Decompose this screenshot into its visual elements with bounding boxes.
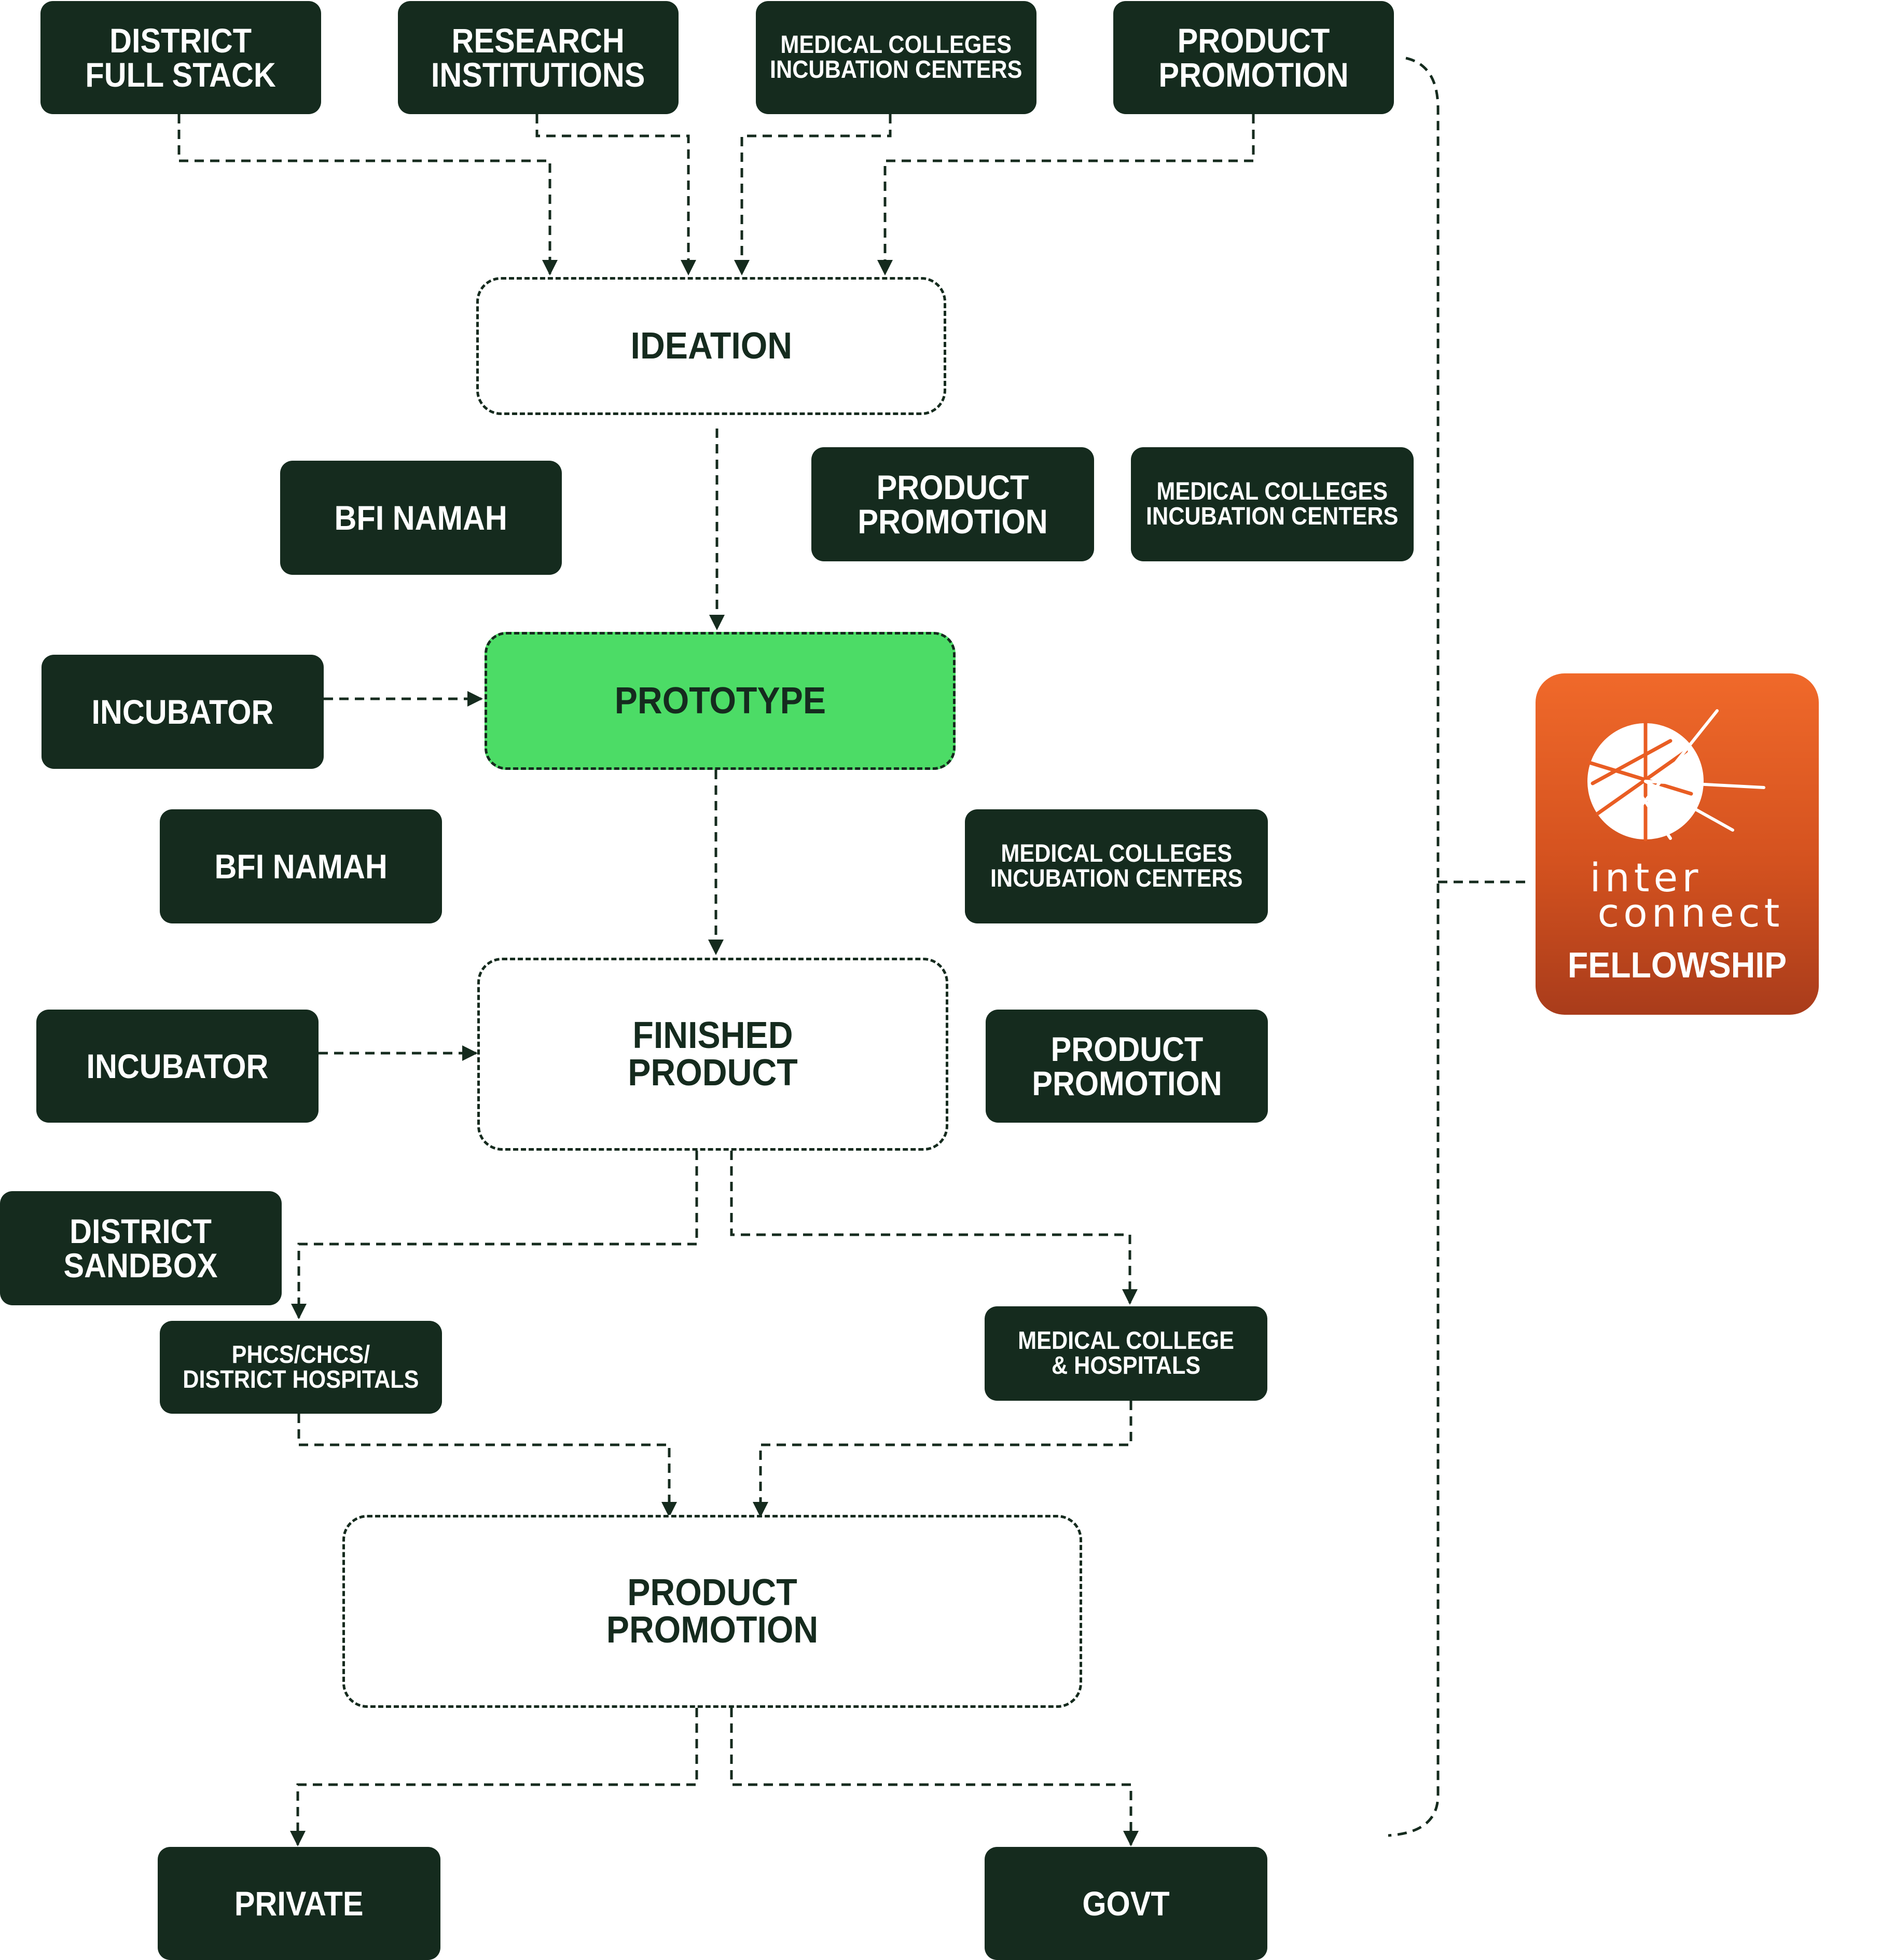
source-label: RESEARCH INSTITUTIONS bbox=[431, 21, 645, 94]
support-district-sandbox: DISTRICT SANDBOX bbox=[0, 1191, 282, 1305]
support-label: BFI NAMAH bbox=[334, 499, 508, 537]
source-product-promotion: PRODUCT PROMOTION bbox=[1113, 1, 1394, 114]
support-incubator-1: INCUBATOR bbox=[42, 655, 324, 769]
support-medical-colleges-low: MEDICAL COLLEGES INCUBATION CENTERS bbox=[965, 809, 1268, 923]
connector-finished-to-medical bbox=[730, 1151, 1138, 1305]
connector-finished-to-phcs bbox=[291, 1151, 698, 1319]
support-label: PHCS/CHCS/ DISTRICT HOSPITALS bbox=[183, 1341, 419, 1393]
connector-medical-to-promotion bbox=[753, 1401, 1132, 1517]
connector-district-to-ideation bbox=[177, 114, 558, 275]
source-research-institutions: RESEARCH INSTITUTIONS bbox=[398, 1, 679, 114]
outcome-govt: GOVT bbox=[985, 1847, 1267, 1960]
logo-tagline: FELLOWSHIP bbox=[1567, 945, 1787, 985]
connector-phcs-to-promotion bbox=[297, 1414, 677, 1517]
outcome-label: PRIVATE bbox=[234, 1884, 364, 1923]
support-label: BFI NAMAH bbox=[214, 847, 388, 886]
outcome-label: GOVT bbox=[1082, 1884, 1170, 1923]
support-label: INCUBATOR bbox=[91, 693, 274, 731]
connector-fellowship-bracket bbox=[1388, 57, 1440, 1837]
support-label: PRODUCT PROMOTION bbox=[858, 468, 1048, 541]
support-label: MEDICAL COLLEGE & HOSPITALS bbox=[1018, 1327, 1234, 1379]
logo-wordmark-inter: inter bbox=[1589, 854, 1703, 901]
stage-label: IDEATION bbox=[630, 325, 792, 367]
support-product-promotion-low: PRODUCT PROMOTION bbox=[986, 1010, 1268, 1123]
support-medical-colleges-mid: MEDICAL COLLEGES INCUBATION CENTERS bbox=[1131, 447, 1414, 561]
stage-label: FINISHED PRODUCT bbox=[628, 1015, 798, 1094]
source-label: MEDICAL COLLEGES INCUBATION CENTERS bbox=[770, 31, 1022, 84]
support-label: INCUBATOR bbox=[86, 1047, 269, 1085]
source-medical-colleges: MEDICAL COLLEGES INCUBATION CENTERS bbox=[756, 1, 1036, 114]
support-label: MEDICAL COLLEGES INCUBATION CENTERS bbox=[990, 840, 1243, 892]
stage-label: PRODUCT PROMOTION bbox=[606, 1572, 819, 1651]
stage-label: PROTOTYPE bbox=[614, 680, 826, 722]
logo-wordmark-connect: connect bbox=[1597, 890, 1784, 936]
stage-finished-product: FINISHED PRODUCT bbox=[477, 958, 948, 1151]
stage-product-promotion: PRODUCT PROMOTION bbox=[342, 1515, 1082, 1708]
connector-research-to-ideation bbox=[535, 114, 696, 275]
support-medical-college-hospitals: MEDICAL COLLEGE & HOSPITALS bbox=[985, 1306, 1267, 1401]
interconnect-sunburst-icon bbox=[1587, 709, 1765, 841]
support-bfi-namah-2: BFI NAMAH bbox=[160, 809, 442, 923]
support-bfi-namah-1: BFI NAMAH bbox=[280, 461, 562, 575]
outcome-private: PRIVATE bbox=[158, 1847, 440, 1960]
support-label: DISTRICT SANDBOX bbox=[63, 1212, 218, 1285]
stage-ideation: IDEATION bbox=[476, 277, 946, 415]
source-label: PRODUCT PROMOTION bbox=[1158, 21, 1349, 94]
support-label: MEDICAL COLLEGES INCUBATION CENTERS bbox=[1146, 478, 1399, 530]
support-incubator-2: INCUBATOR bbox=[36, 1010, 319, 1123]
connector-promotion-to-govt bbox=[730, 1708, 1139, 1846]
interconnect-fellowship-logo: inter connect FELLOWSHIP bbox=[1536, 673, 1819, 1015]
source-label: DISTRICT FULL STACK bbox=[85, 21, 277, 94]
support-product-promotion-mid: PRODUCT PROMOTION bbox=[811, 447, 1094, 561]
source-district-full-stack: DISTRICT FULL STACK bbox=[40, 1, 321, 114]
support-label: PRODUCT PROMOTION bbox=[1031, 1030, 1222, 1102]
connector-promotion-to-ideation bbox=[877, 114, 1255, 275]
support-phcs-chcs: PHCS/CHCS/ DISTRICT HOSPITALS bbox=[160, 1321, 442, 1414]
connector-medical-to-ideation bbox=[734, 114, 892, 275]
connector-promotion-to-private bbox=[290, 1708, 698, 1846]
stage-prototype: PROTOTYPE bbox=[485, 632, 956, 770]
